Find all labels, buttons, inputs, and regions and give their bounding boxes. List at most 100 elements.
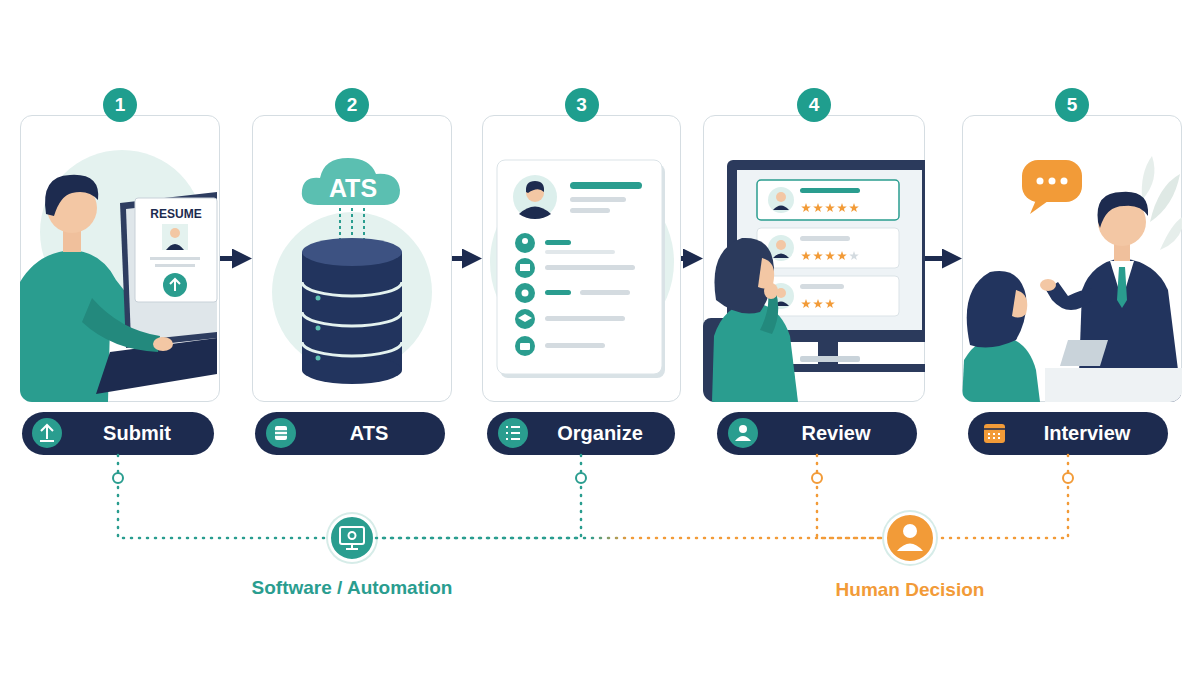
star — [801, 251, 811, 260]
backdrop-circle — [272, 212, 432, 372]
group-badge: Software / Automation — [328, 514, 376, 562]
junction-dot — [1063, 473, 1073, 483]
leaf — [1150, 174, 1180, 222]
field-line — [545, 240, 571, 245]
step-number: 3 — [565, 88, 599, 122]
step-pill: Submit — [22, 412, 214, 455]
star — [849, 251, 859, 260]
upload-glyph — [40, 425, 54, 441]
database-band — [302, 282, 402, 356]
star — [849, 203, 859, 212]
field-glyph — [518, 314, 532, 322]
candidate-head — [776, 240, 786, 250]
flow-arrow — [452, 256, 482, 261]
avatar-body — [519, 207, 551, 220]
calendar-glyph-line — [984, 428, 1005, 430]
database-body — [302, 252, 402, 370]
speech-dot — [1049, 178, 1056, 185]
speech-dot — [1037, 178, 1044, 185]
field-icon — [515, 309, 535, 329]
resume-line — [155, 264, 195, 267]
dotted-connector — [118, 455, 328, 538]
speech-bubble — [1022, 160, 1082, 202]
candidate-body — [773, 302, 789, 307]
desk — [740, 364, 925, 372]
step-panel: 5 — [962, 115, 1182, 402]
star — [837, 203, 847, 212]
interviewer-hair — [1098, 192, 1149, 228]
candidate-card — [757, 180, 899, 220]
monitor-glyph-stand — [346, 544, 358, 549]
field-glyph — [522, 290, 529, 297]
chair — [703, 318, 737, 402]
pill-icon — [498, 418, 528, 448]
candidate-avatar — [768, 283, 794, 309]
star — [813, 203, 823, 212]
star — [837, 251, 847, 260]
speech-tail — [1030, 200, 1048, 214]
profile-card — [497, 160, 662, 374]
candidate-body — [773, 206, 789, 211]
star — [825, 203, 835, 212]
step-number: 2 — [335, 88, 369, 122]
star — [801, 299, 811, 308]
candidate-hair — [967, 271, 1027, 348]
review-illustration — [703, 160, 925, 402]
pill-icon — [32, 418, 62, 448]
flow-arrow — [681, 256, 703, 261]
monitor-frame — [727, 160, 925, 342]
step-pill: Organize — [487, 412, 675, 455]
star — [825, 251, 835, 260]
candidate-head — [776, 192, 786, 202]
interviewer-head — [1098, 198, 1146, 246]
junction-dot — [576, 473, 586, 483]
junction-dot — [812, 473, 822, 483]
star — [813, 299, 823, 308]
pill-icon — [266, 418, 296, 448]
reviewer-face — [758, 258, 774, 288]
person-arm — [82, 298, 160, 352]
reviewer-arm — [760, 292, 778, 334]
upload-icon — [163, 273, 187, 297]
step-panel: 1 — [20, 115, 220, 402]
list-glyph — [506, 427, 520, 439]
resume-photo-body — [166, 244, 184, 250]
candidate-card — [757, 276, 899, 316]
calendar-glyph — [984, 424, 1005, 443]
star — [813, 251, 823, 260]
calendar-glyph-days — [988, 434, 1000, 438]
interviewer-neck — [1114, 240, 1130, 262]
person-neck — [63, 226, 81, 252]
monitor-screen — [737, 170, 922, 330]
field-line — [545, 316, 625, 321]
text-line — [570, 208, 610, 213]
field-icon — [515, 233, 535, 253]
database-glyph-band — [275, 431, 287, 435]
step-label: Organize — [557, 422, 643, 445]
avatar-circle — [513, 175, 557, 219]
table — [1045, 368, 1182, 402]
card-shadow — [500, 164, 665, 378]
rating-stars — [801, 251, 847, 260]
database-light — [316, 356, 321, 361]
step-panel: 3 — [482, 115, 681, 402]
avatar-hair — [526, 181, 544, 193]
candidate-card — [757, 228, 899, 268]
backdrop-circle — [490, 170, 674, 354]
candidate-face — [1012, 290, 1027, 318]
step-number: 5 — [1055, 88, 1089, 122]
candidate-head — [776, 288, 786, 298]
rating-stars — [801, 203, 859, 212]
gear-glyph — [349, 532, 356, 539]
field-glyph — [520, 264, 530, 271]
field-glyph — [522, 238, 528, 244]
field-icon — [515, 258, 535, 278]
speech-dot — [1061, 178, 1068, 185]
field-line — [545, 343, 605, 348]
flow-arrow — [220, 256, 252, 261]
interviewer-arm — [1046, 282, 1092, 310]
step-panel: 2 — [252, 115, 452, 402]
resume-card — [135, 198, 217, 302]
junction-dot — [113, 473, 123, 483]
